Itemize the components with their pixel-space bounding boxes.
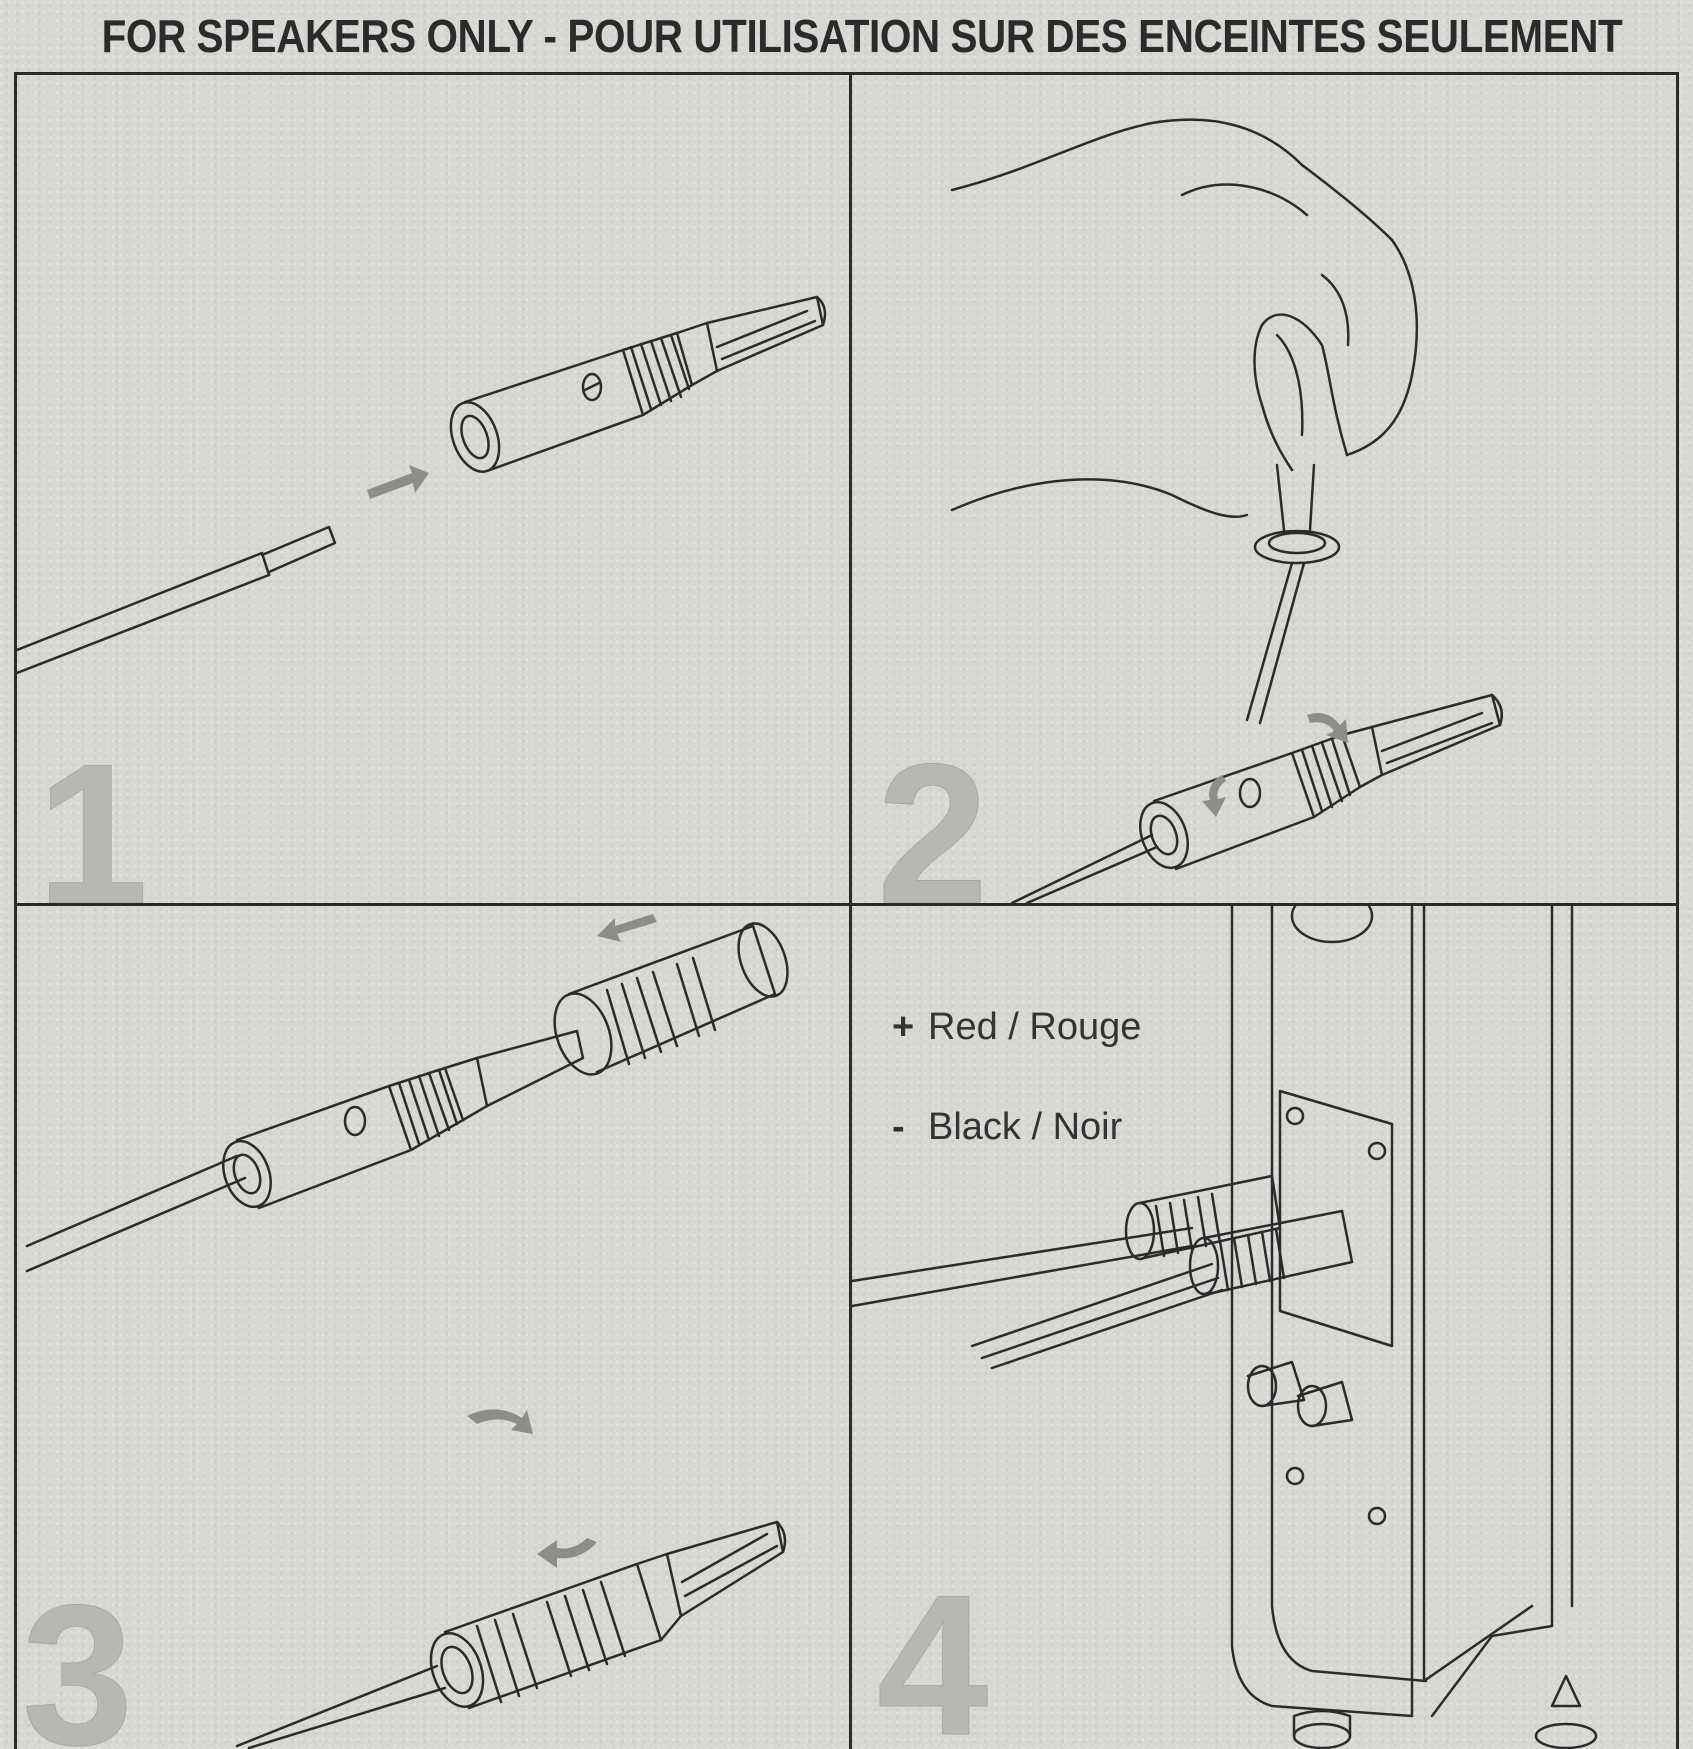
plug-barrel-opening [1139, 800, 1189, 870]
step-2-illustration [950, 118, 1503, 903]
direction-arrows-icon [467, 914, 657, 1568]
negative-label: Black / Noir [928, 1106, 1123, 1148]
hand-outline-top [950, 118, 1394, 242]
plus-icon: + [892, 1006, 915, 1048]
connector-sleeve-red [1124, 1201, 1156, 1261]
horizontal-divider [14, 903, 1679, 906]
positive-label: Red / Rouge [928, 1006, 1142, 1048]
step-3-panel: 3 [17, 906, 849, 1749]
vertical-divider [849, 72, 852, 1749]
plate-screw [1367, 1141, 1387, 1161]
cable-line-top [17, 551, 264, 652]
set-screw [343, 1105, 367, 1137]
hand-outline-bottom [950, 478, 1249, 519]
step-3-illustration [25, 914, 789, 1749]
set-screw [1238, 777, 1262, 809]
step-number-2: 2 [876, 723, 989, 903]
finger-outline [1260, 313, 1349, 457]
minus-icon: - [892, 1106, 905, 1148]
threaded-sleeve [567, 924, 777, 1074]
assembled-sleeve [443, 1562, 663, 1710]
plug-barrel-opening [222, 1139, 272, 1209]
step-4-illustration [852, 906, 1598, 1749]
plate-screw [1285, 1466, 1305, 1486]
speaker-cabinet-front-edge [1230, 906, 1414, 1718]
step-2-panel: 2 [852, 75, 1679, 903]
panel-grid-frame [14, 72, 1679, 1749]
cable-line-bottom [17, 573, 271, 675]
polarity-legend-negative: -Black / Noir [892, 1106, 1122, 1149]
banana-pin [1370, 693, 1502, 777]
screwdriver-collar [1253, 529, 1341, 565]
step-number-4: 4 [876, 1554, 989, 1749]
banana-pin [705, 295, 825, 373]
speaker-cable [852, 1226, 1194, 1308]
polarity-legend-positive: + Red / Rouge [892, 1006, 1141, 1049]
screwdriver-shaft [1245, 561, 1306, 725]
plate-screw [1367, 1506, 1387, 1526]
step-4-panel: + Red / Rouge -Black / Noir 4 [852, 906, 1679, 1749]
step-1-panel: 1 [17, 75, 849, 903]
rotate-arrow-icon [1202, 713, 1348, 817]
port-opening [1290, 906, 1374, 944]
step-1-illustration [17, 295, 827, 675]
spike-foot [1550, 1674, 1582, 1708]
step-number-3: 3 [21, 1564, 134, 1749]
plate-screw [1285, 1106, 1305, 1126]
insert-arrow-icon [367, 465, 429, 499]
banana-pin [475, 1029, 585, 1108]
terminal-plate [1278, 1089, 1394, 1348]
page-title: FOR SPEAKERS ONLY - POUR UTILISATION SUR… [101, 10, 1623, 62]
speaker-foot [1292, 1722, 1352, 1749]
banana-pin [665, 1520, 785, 1618]
step-number-1: 1 [36, 723, 149, 903]
set-screw [581, 372, 603, 402]
